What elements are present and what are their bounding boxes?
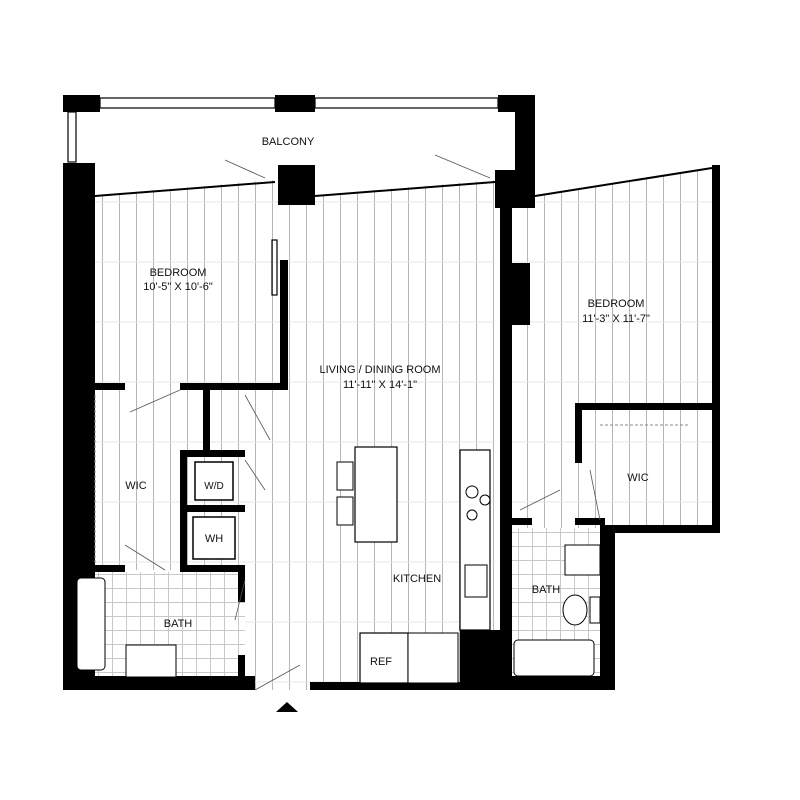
bedroom2-size: 11'-3" X 11'-7" bbox=[582, 313, 650, 325]
living-name: LIVING / DINING ROOM bbox=[319, 364, 440, 376]
kitchen-label: KITCHEN bbox=[393, 573, 441, 585]
water-heater bbox=[192, 516, 236, 560]
chair bbox=[336, 496, 354, 526]
wic-left-label: WIC bbox=[125, 480, 146, 492]
dining-table bbox=[354, 446, 398, 543]
wood-floor bbox=[95, 168, 712, 690]
room-labels: BEDROOM 10'-5" X 10'-6" LIVING / DINING … bbox=[125, 267, 650, 668]
bathtub bbox=[513, 639, 595, 677]
fixtures bbox=[76, 395, 690, 684]
balcony-label: BALCONY bbox=[262, 136, 315, 148]
wh-label: WH bbox=[205, 533, 223, 545]
bedroom1-name: BEDROOM bbox=[150, 267, 207, 279]
entry-arrow-icon bbox=[276, 702, 298, 712]
bath-sink bbox=[564, 544, 601, 576]
kitchen-counter bbox=[459, 449, 491, 631]
kitchen-sink bbox=[464, 564, 488, 598]
ref-label: REF bbox=[370, 656, 392, 668]
refrigerator bbox=[359, 632, 409, 684]
bath-left-label: BATH bbox=[164, 618, 193, 630]
doors bbox=[124, 154, 601, 691]
bath-sink bbox=[125, 644, 177, 678]
toilet bbox=[562, 594, 588, 626]
washer-dryer bbox=[194, 461, 234, 501]
bath-right-label: BATH bbox=[532, 584, 561, 596]
chair bbox=[336, 461, 354, 491]
wic-right-label: WIC bbox=[627, 472, 648, 484]
wd-label: W/D bbox=[204, 481, 223, 492]
bedroom1-size: 10'-5" X 10'-6" bbox=[143, 281, 213, 293]
bathtub bbox=[76, 577, 106, 671]
bedroom2-name: BEDROOM bbox=[588, 298, 645, 310]
living-size: 11'-11" X 14'-1" bbox=[343, 379, 417, 391]
balcony: BALCONY bbox=[63, 95, 535, 185]
